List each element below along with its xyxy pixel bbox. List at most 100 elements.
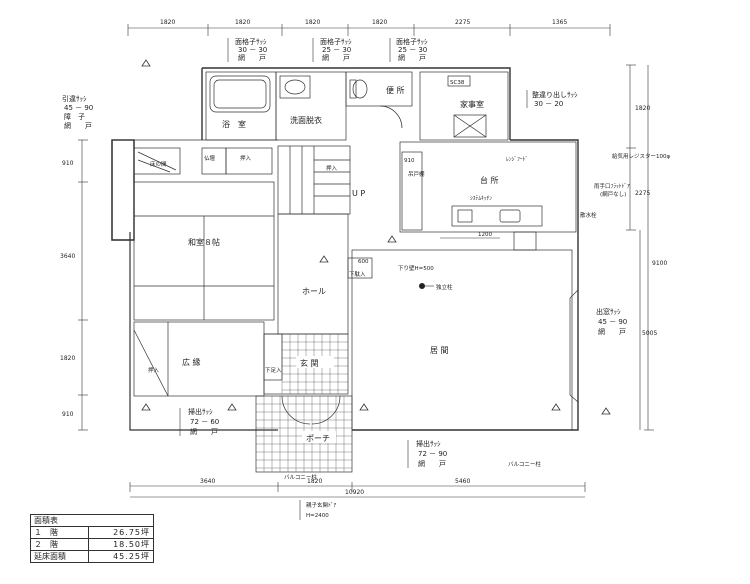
window-note-3: 面格子ｻｯｼ 25 － 30 網 戸 bbox=[389, 37, 428, 62]
dim-right-4: 5005 bbox=[642, 330, 657, 337]
butsudan-label: 仏壇 bbox=[204, 154, 216, 162]
dim-top-3: 1820 bbox=[305, 19, 320, 26]
vert-wall-note: 下り壁H=500 bbox=[398, 264, 434, 272]
right-dimension-lines: 1820 2275 9100 5005 bbox=[626, 64, 667, 431]
note-handrail-2: (網戸なし) bbox=[600, 190, 626, 198]
svg-text:面格子ｻｯｼ: 面格子ｻｯｼ bbox=[320, 37, 352, 46]
svg-text:網 戸: 網 戸 bbox=[398, 53, 426, 62]
svg-text:網 戸: 網 戸 bbox=[238, 53, 266, 62]
svg-text:45 － 90: 45 － 90 bbox=[64, 104, 93, 112]
dim-bottom-1: 3640 bbox=[200, 478, 215, 485]
dim-top-1: 1820 bbox=[160, 19, 175, 26]
housework-label: 家事室 bbox=[460, 99, 484, 109]
porch-area: ポーチ bbox=[255, 395, 353, 473]
closet2-label: 押入 bbox=[148, 366, 160, 374]
pillar-mark bbox=[419, 283, 425, 289]
kitchen-label: 台 所 bbox=[480, 175, 499, 185]
entrance-area: 玄 関 下足入 bbox=[263, 333, 349, 395]
bay-window-note: 出窓ｻｯｼ 45 － 90 網 戸 bbox=[596, 307, 627, 336]
svg-text:整違り出しｻｯｼ: 整違り出しｻｯｼ bbox=[532, 90, 578, 99]
engawa-room: 広 縁 押入 bbox=[133, 321, 265, 397]
left-dimension-line: 910 3640 1820 910 bbox=[60, 139, 88, 431]
svg-text:H=2400: H=2400 bbox=[306, 513, 329, 519]
sweep-window-note-1: 掃出ｻｯｼ 72 － 60 網 戸 bbox=[179, 407, 219, 436]
living-room: 居 間 独立柱 bbox=[351, 249, 573, 431]
dim-right-1: 1820 bbox=[635, 105, 650, 112]
stairs: U P 押入 910 bbox=[277, 145, 415, 215]
pillar-label: 独立柱 bbox=[436, 283, 453, 291]
wash-room: 洗面脱衣 bbox=[275, 71, 347, 141]
dim-left-1: 910 bbox=[62, 160, 74, 167]
bath-label: 浴 室 bbox=[222, 119, 246, 129]
bath-room: 浴 室 bbox=[205, 71, 277, 141]
tokonoma-area: 床の間 仏壇 押入 bbox=[133, 147, 273, 175]
storage-label: 下駄入 bbox=[349, 270, 366, 278]
closet3-label: 押入 bbox=[326, 164, 338, 172]
tokonoma-label: 床の間 bbox=[150, 160, 167, 168]
view-markers bbox=[141, 59, 611, 415]
dim-left-2: 3640 bbox=[60, 253, 75, 260]
svg-text:親子玄関ﾄﾞｱ: 親子玄関ﾄﾞｱ bbox=[306, 501, 337, 509]
entrance-door-note: 親子玄関ﾄﾞｱ H=2400 bbox=[299, 500, 337, 520]
dim-left-4: 910 bbox=[62, 411, 74, 418]
entrance-label: 玄 関 bbox=[300, 358, 319, 368]
svg-text:網 戸: 網 戸 bbox=[598, 327, 626, 336]
dim-top-5: 2275 bbox=[455, 19, 470, 26]
balcony-note-1: バルコニー柱 bbox=[284, 473, 317, 481]
dim-total: 10920 bbox=[345, 489, 364, 496]
svg-text:障 子: 障 子 bbox=[64, 112, 85, 121]
dim-bottom-3: 5460 bbox=[455, 478, 470, 485]
shoe-label: 下足入 bbox=[265, 367, 282, 374]
hall-label: ホール bbox=[302, 287, 326, 296]
toilet-label: 便 所 bbox=[386, 85, 405, 95]
dim-top-6: 1365 bbox=[552, 19, 567, 26]
note-handrail: 雨手口ﾌﾗｯﾄﾄﾞｱ bbox=[594, 182, 630, 190]
dim-stair-b: 600 bbox=[358, 259, 369, 265]
table-row: １ 階 26.75坪 bbox=[30, 526, 155, 539]
svg-text:出窓ｻｯｼ: 出窓ｻｯｼ bbox=[596, 307, 621, 316]
balcony-note-2: バルコニー柱 bbox=[508, 460, 541, 468]
bottom-dimension-lines: 3640 1820 5460 10920 bbox=[129, 478, 586, 498]
dim-right-2: 2275 bbox=[635, 190, 650, 197]
window-note-2: 面格子ｻｯｼ 25 － 30 網 戸 bbox=[312, 37, 352, 62]
svg-text:45 － 90: 45 － 90 bbox=[598, 318, 627, 326]
dim-inner: 910 bbox=[404, 158, 415, 164]
sweep-window-note-2: 掃出ｻｯｼ 72 － 90 網 戸 bbox=[407, 439, 447, 468]
svg-text:網 戸: 網 戸 bbox=[64, 121, 92, 130]
porch-label: ポーチ bbox=[306, 434, 330, 443]
svg-text:網 戸: 網 戸 bbox=[418, 459, 446, 468]
area-table-title: 面積表 bbox=[30, 514, 154, 527]
svg-text:掃出ｻｯｼ: 掃出ｻｯｼ bbox=[188, 407, 213, 416]
japanese-label: 和室８帖 bbox=[188, 237, 220, 247]
svg-text:網 戸: 網 戸 bbox=[190, 427, 218, 436]
closet-label: 押入 bbox=[240, 154, 252, 162]
sc-label: SC38 bbox=[450, 80, 465, 86]
window-note-pullout: 整違り出しｻｯｼ 30 － 20 bbox=[526, 90, 578, 108]
dim-left-3: 1820 bbox=[60, 355, 75, 362]
svg-text:30 － 30: 30 － 30 bbox=[238, 46, 267, 54]
dim-right-3: 9100 bbox=[652, 260, 667, 267]
up-label: U P bbox=[352, 189, 365, 198]
dim-stair-a: 1200 bbox=[478, 232, 492, 238]
dim-top-4: 1820 bbox=[372, 19, 387, 26]
svg-text:面格子ｻｯｼ: 面格子ｻｯｼ bbox=[396, 37, 428, 46]
toilet-room: 便 所 bbox=[345, 71, 413, 129]
japanese-room: 和室８帖 bbox=[133, 181, 275, 321]
dim-bottom-2: 1820 bbox=[307, 478, 322, 485]
note-hose: 散水栓 bbox=[580, 211, 597, 219]
dim-top-2: 1820 bbox=[235, 19, 250, 26]
table-row: 延床面積 45.25坪 bbox=[30, 550, 155, 563]
top-dimension-line: 1820 1820 1820 1820 2275 1365 bbox=[127, 19, 611, 36]
sink-label: ｼｽﾃﾑｷｯﾁﾝ bbox=[470, 195, 492, 202]
svg-text:25 － 30: 25 － 30 bbox=[398, 46, 427, 54]
hood-label: ﾚﾝｼﾞﾌｰﾄﾞ bbox=[506, 156, 528, 163]
living-label: 居 間 bbox=[430, 346, 449, 355]
svg-text:掃出ｻｯｼ: 掃出ｻｯｼ bbox=[416, 439, 441, 448]
engawa-label: 広 縁 bbox=[182, 357, 201, 367]
svg-text:25 － 30: 25 － 30 bbox=[322, 46, 351, 54]
housework-room: SC38 家事室 bbox=[419, 71, 509, 141]
svg-text:引違ｻｯｼ: 引違ｻｯｼ bbox=[62, 94, 87, 103]
kitchen-room: 台 所 ﾚﾝｼﾞﾌｰﾄﾞ ｼｽﾃﾑｷｯﾁﾝ 吊戸棚 bbox=[399, 141, 577, 251]
table-row: ２ 階 18.50坪 bbox=[30, 538, 155, 551]
counter-label: 吊戸棚 bbox=[408, 170, 425, 178]
